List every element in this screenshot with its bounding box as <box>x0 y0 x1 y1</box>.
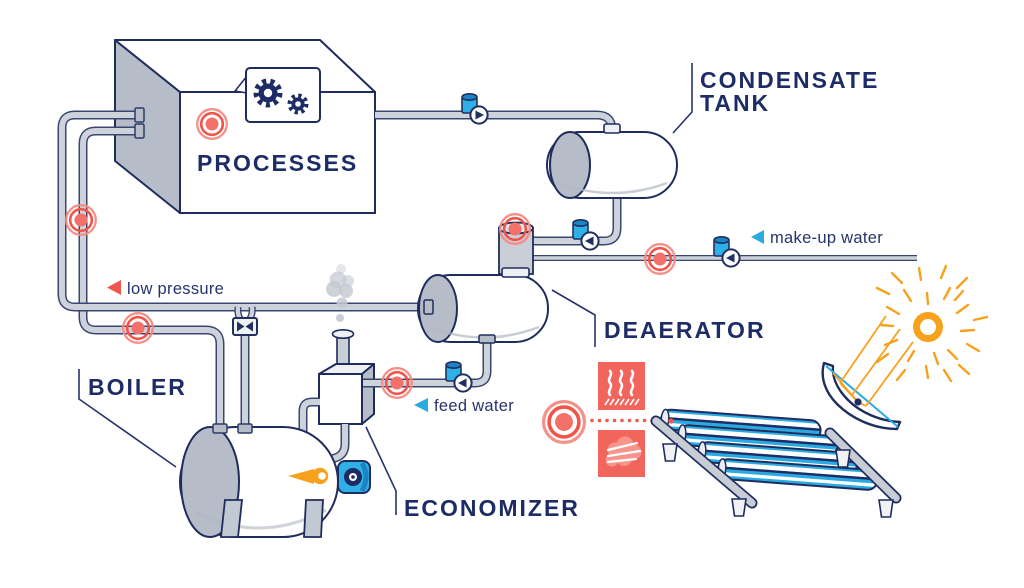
hotspot-make-up-line[interactable] <box>644 243 676 275</box>
feed-water-label: feed water <box>434 397 514 415</box>
flame-icon <box>288 467 329 485</box>
processes-unit: PROCESSES <box>114 39 376 214</box>
condensate-tank-label-line2: TANK <box>700 90 770 116</box>
left-arrow-icon <box>107 280 121 295</box>
pump-icon <box>461 92 489 125</box>
steam-icon <box>326 264 354 322</box>
solar-collector-array <box>650 409 902 518</box>
deaerator-label: DEAERATOR <box>604 317 766 343</box>
condensate-tank <box>546 123 678 199</box>
economizer-label: ECONOMIZER <box>404 495 580 521</box>
economizer-unit <box>298 328 492 465</box>
gears-icon <box>233 67 321 123</box>
deaerator-tank <box>417 267 549 344</box>
pump-icon <box>713 235 741 268</box>
hotspot-processes[interactable] <box>196 108 228 140</box>
solar-section <box>650 264 989 518</box>
hotspot-heat-recovery[interactable] <box>541 399 587 445</box>
hotspot-feed-water-line[interactable] <box>381 367 413 399</box>
boiler-label: BOILER <box>88 374 187 400</box>
feed-water-annotation: feed water <box>414 397 514 415</box>
collector-rails <box>650 415 902 509</box>
pipe-collars <box>134 107 253 434</box>
heat-icon-tile <box>598 362 645 410</box>
leader-lines <box>78 63 693 515</box>
hotspot-deaerator-vent[interactable] <box>499 213 531 245</box>
boiler-leg <box>303 499 324 538</box>
collector-feet <box>662 443 894 518</box>
pump-icon <box>445 360 473 393</box>
three-way-valve-icon <box>232 317 258 336</box>
parabolic-dish-icon <box>821 315 914 431</box>
hotspot-layer <box>65 108 676 445</box>
hotspot-steam-line[interactable] <box>122 312 154 344</box>
pump-icon <box>572 218 600 251</box>
low-pressure-annotation: low pressure <box>107 280 224 298</box>
condensate-tank-label: CONDENSATE <box>700 67 879 93</box>
dotted-heat-link <box>590 418 654 423</box>
left-arrow-icon <box>414 398 428 412</box>
steam-jet-icon-tile <box>598 430 645 477</box>
pipes <box>57 110 917 432</box>
hotspot-return-pipe[interactable] <box>65 204 97 236</box>
burner-fan-icon <box>337 460 371 494</box>
boiler-unit <box>179 426 371 538</box>
processes-label: PROCESSES <box>197 150 358 176</box>
low-pressure-label: low pressure <box>127 280 224 298</box>
make-up-water-annotation: make-up water <box>751 229 883 247</box>
make-up-water-label: make-up water <box>770 229 883 247</box>
left-arrow-icon <box>751 230 764 244</box>
sun-icon <box>875 264 989 383</box>
boiler-leg <box>219 499 244 538</box>
